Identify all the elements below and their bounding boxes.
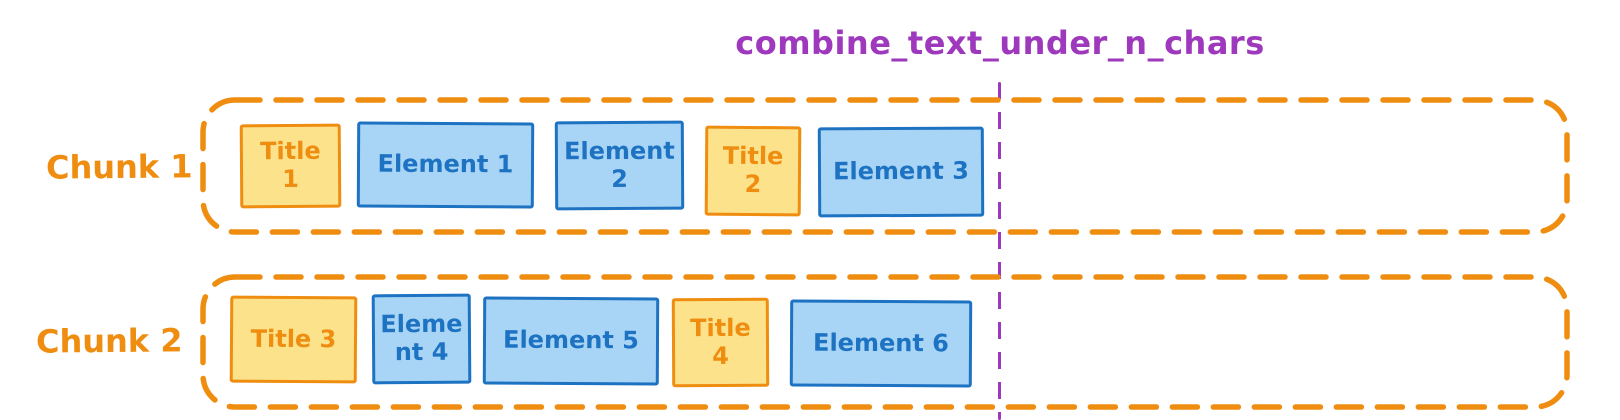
chunk2-title-4-box: Title 4 xyxy=(671,297,770,388)
chunk2-element-4-box: Eleme nt 4 xyxy=(371,293,472,385)
chunk1-title-1-box: Title 1 xyxy=(239,123,342,209)
chunk1-element-1-box: Element 1 xyxy=(356,121,535,209)
chunk2-title-3-box: Title 3 xyxy=(229,295,358,384)
combine-threshold-label: combine_text_under_n_chars xyxy=(735,24,1265,62)
chunk-2-frame xyxy=(200,274,1570,410)
combine-threshold-dashed-line xyxy=(998,82,1001,420)
chunk1-title-2-box: Title 2 xyxy=(704,125,802,217)
chunk2-element-5-box: Element 5 xyxy=(482,296,660,386)
chunk2-element-6-box: Element 6 xyxy=(789,299,973,388)
chunk1-element-3-box: Element 3 xyxy=(817,126,985,218)
chunk-1-frame xyxy=(200,97,1570,235)
chunk-1-label: Chunk 1 xyxy=(45,147,193,187)
chunk-2-label: Chunk 2 xyxy=(35,321,183,361)
chunk1-element-2-box: Element 2 xyxy=(554,120,685,211)
